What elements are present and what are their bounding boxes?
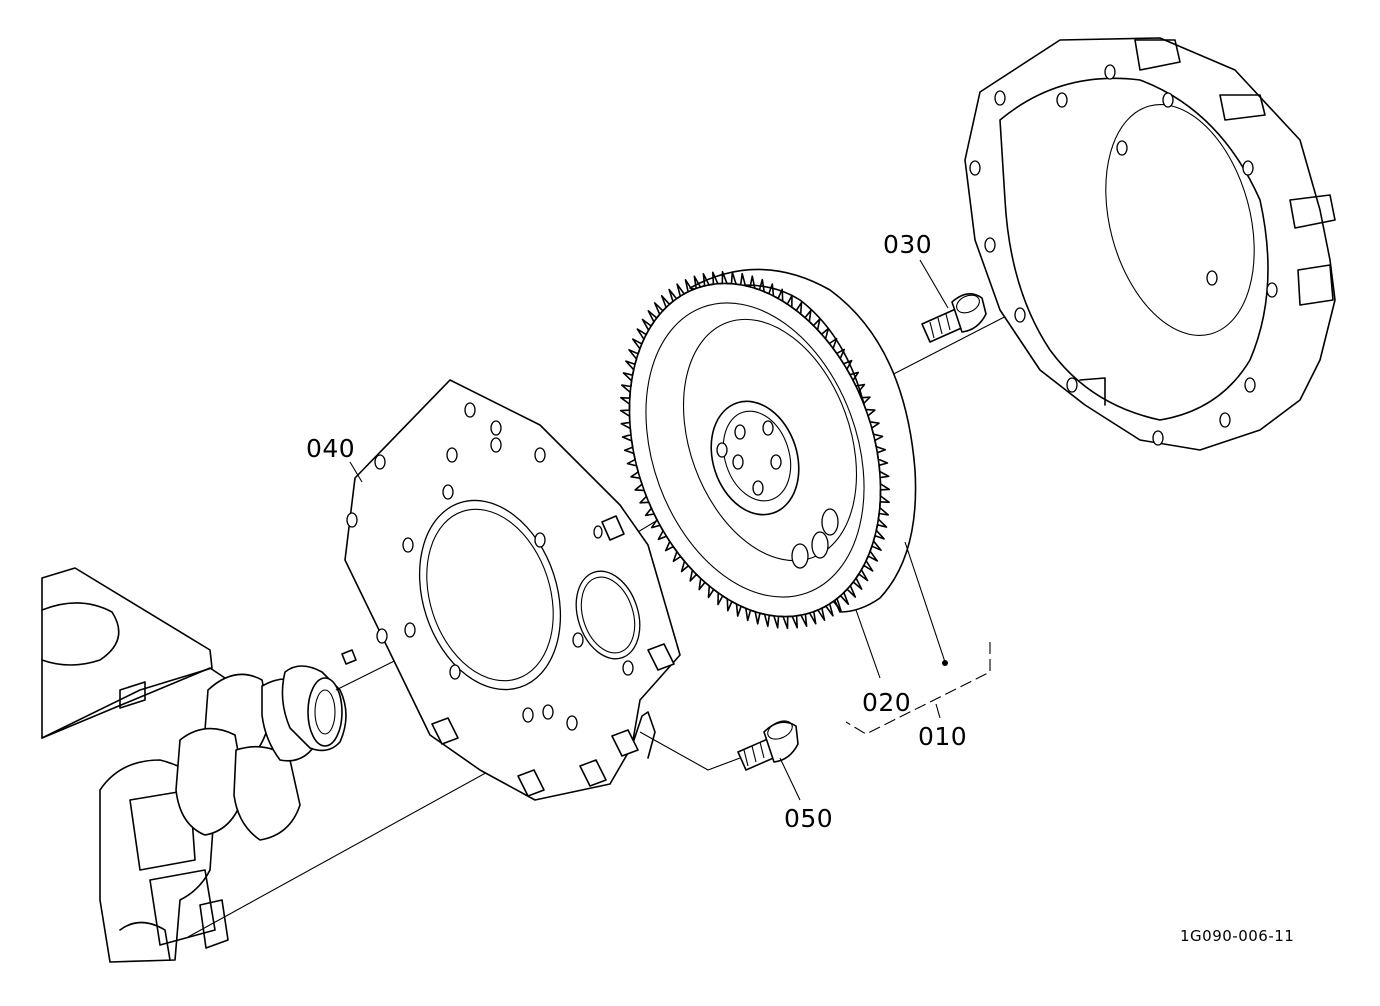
plate-bolt-050 (737, 720, 799, 771)
figure-code: 1G090-006-11 (1180, 927, 1295, 945)
flywheel-hub-holes (716, 420, 782, 496)
ring-gear-teeth (619, 270, 891, 630)
flywheel-020 (619, 268, 917, 630)
part-label-030: 030 (883, 230, 933, 259)
flywheel-balance-holes (791, 508, 839, 569)
engine-block-illustration (41, 567, 357, 963)
part-label-040: 040 (306, 434, 356, 463)
leader-lines (349, 259, 991, 801)
housing-bolt-holes (969, 64, 1278, 446)
part-label-050: 050 (784, 804, 834, 833)
flywheel-housing (964, 37, 1336, 451)
ring-gear-outline (619, 270, 891, 630)
rear-plate-weld-nuts (431, 515, 675, 797)
part-label-010: 010 (918, 722, 968, 751)
part-label-020: 020 (862, 688, 912, 717)
leader-dot (942, 660, 948, 666)
flywheel-bolt-030 (921, 293, 987, 343)
rear-plate-bolt-holes (346, 402, 634, 731)
rear-plate-040 (344, 379, 681, 801)
